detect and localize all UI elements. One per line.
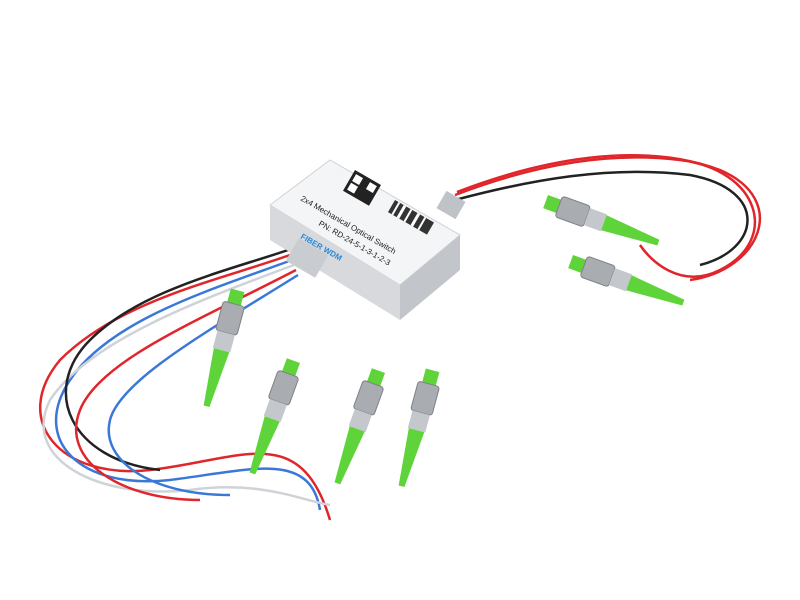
- fc-connector: [249, 358, 300, 475]
- fc-connector: [568, 255, 685, 306]
- fc-connector: [334, 368, 385, 485]
- switch-housing: FIBER WDM 2x4 Mechanical Optical Switch …: [269, 159, 466, 320]
- qr-code: [343, 170, 381, 206]
- fc-connectors: [203, 195, 685, 488]
- barcode: [388, 200, 434, 235]
- fc-connector: [203, 288, 245, 408]
- fc-connector: [398, 368, 440, 488]
- right-fiber-bundle: [454, 153, 762, 282]
- fc-connector: [543, 195, 660, 246]
